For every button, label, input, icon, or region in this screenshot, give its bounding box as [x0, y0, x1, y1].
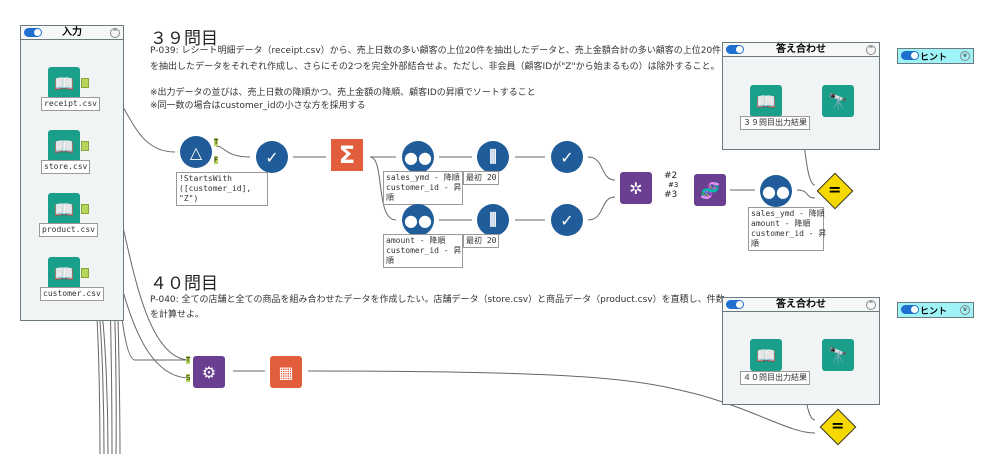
false-anchor[interactable]: F — [214, 156, 219, 164]
q40-text: P-040: 全ての店舗と全ての商品を組み合わせたデータを作成したい。店舗データ… — [150, 295, 725, 305]
browse-tool[interactable]: 🔭 — [822, 339, 854, 371]
hint-container-40[interactable]: ヒント v — [897, 302, 974, 318]
select-tool[interactable]: ✓ — [551, 204, 583, 236]
source-anchor[interactable]: S — [186, 374, 191, 382]
join-output-label: #3 — [668, 181, 679, 189]
container-title: 入力 — [62, 27, 82, 38]
target-anchor[interactable]: T — [186, 356, 191, 364]
input-tool-store[interactable]: 📖 — [48, 130, 80, 162]
sort-label: amount - 降順 customer_id - 昇 順 — [383, 234, 463, 268]
q40-title: ４０問目 — [150, 274, 218, 294]
input-tool-customer[interactable]: 📖 — [48, 257, 80, 289]
sort-label: sales_ymd - 降順 customer_id - 昇 順 — [383, 171, 463, 205]
container-toggle[interactable] — [726, 300, 744, 309]
container-toggle[interactable] — [726, 45, 744, 54]
sample-tool[interactable]: ⫼ — [477, 204, 509, 236]
input-tool-answer[interactable]: 📖 — [750, 85, 782, 117]
count-records-tool[interactable]: ▦ — [270, 356, 302, 388]
select-tool[interactable]: ✓ — [256, 141, 288, 173]
filter-tool[interactable]: △ — [180, 136, 212, 168]
hint-container-39[interactable]: ヒント v — [897, 48, 974, 64]
container-toggle[interactable] — [24, 28, 42, 37]
container-toggle[interactable] — [901, 51, 919, 60]
output-anchor[interactable] — [81, 141, 89, 151]
q39-note: ※出力データの並びは、売上日数の降順かつ、売上金額の降順、顧客IDの昇順でソート… — [150, 88, 536, 98]
input-label: product.csv — [39, 223, 98, 237]
join-multiple-tool[interactable]: ✲ — [620, 172, 652, 204]
expand-icon[interactable]: v — [960, 51, 970, 61]
q39-note: ※同一数の場合はcustomer_idの小さな方を採用する — [150, 101, 366, 111]
q39-title: ３９問目 — [150, 29, 218, 49]
append-fields-tool[interactable]: ⚙ — [193, 356, 225, 388]
input-tool-receipt[interactable]: 📖 — [48, 67, 80, 99]
container-title: 答え合わせ — [776, 299, 826, 310]
output-anchor[interactable] — [81, 78, 89, 88]
formula-tool[interactable]: 🧬 — [694, 174, 726, 206]
browse-tool[interactable]: 🔭 — [822, 85, 854, 117]
answer-container-40[interactable]: 答え合わせ ^ — [722, 297, 880, 405]
answer-output-label: ３９問目出力結果 — [740, 116, 810, 130]
join-output-label: #3 — [664, 190, 678, 200]
q40-text: を計算せよ。 — [150, 310, 205, 320]
select-tool[interactable]: ✓ — [551, 141, 583, 173]
true-anchor[interactable]: T — [214, 138, 219, 146]
sample-label: 最初 20 — [463, 171, 500, 185]
hint-title: ヒント — [920, 307, 948, 317]
input-label: receipt.csv — [41, 97, 100, 111]
sort-tool[interactable]: ●● — [402, 204, 434, 236]
q39-text: P-039: レシート明細データ（receipt.csv）から、売上日数の多い顧… — [150, 46, 722, 56]
equals-icon: = — [828, 180, 842, 199]
hint-title: ヒント — [920, 53, 948, 63]
filter-label: !StartsWith ([customer_id], "Z") — [176, 172, 268, 206]
input-tool-answer[interactable]: 📖 — [750, 339, 782, 371]
join-output-label: #2 — [664, 171, 678, 181]
q39-text: を抽出したデータをそれぞれ作成し、さらにその2つを完全外部結合せよ。ただし、非会… — [150, 62, 720, 72]
sort-tool[interactable]: ●● — [760, 175, 792, 207]
summarize-tool[interactable]: Σ — [331, 139, 363, 171]
collapse-icon[interactable]: ^ — [866, 300, 876, 310]
collapse-icon[interactable]: ^ — [110, 28, 120, 38]
sort-label: sales_ymd - 降順 amount - 降順 customer_id -… — [748, 207, 826, 251]
sample-tool[interactable]: ⫼ — [477, 141, 509, 173]
output-anchor[interactable] — [81, 204, 89, 214]
container-toggle[interactable] — [901, 305, 919, 314]
collapse-icon[interactable]: ^ — [866, 45, 876, 55]
answer-output-label: ４０問目出力結果 — [740, 371, 810, 385]
input-label: store.csv — [41, 160, 91, 174]
expand-icon[interactable]: v — [960, 305, 970, 315]
equals-icon: = — [831, 416, 845, 435]
input-tool-product[interactable]: 📖 — [48, 193, 80, 225]
container-title: 答え合わせ — [776, 44, 826, 55]
output-anchor[interactable] — [81, 268, 89, 278]
answer-container-39[interactable]: 答え合わせ ^ — [722, 42, 880, 150]
sort-tool[interactable]: ●● — [402, 141, 434, 173]
sample-label: 最初 20 — [463, 234, 500, 248]
input-label: customer.csv — [40, 287, 104, 301]
